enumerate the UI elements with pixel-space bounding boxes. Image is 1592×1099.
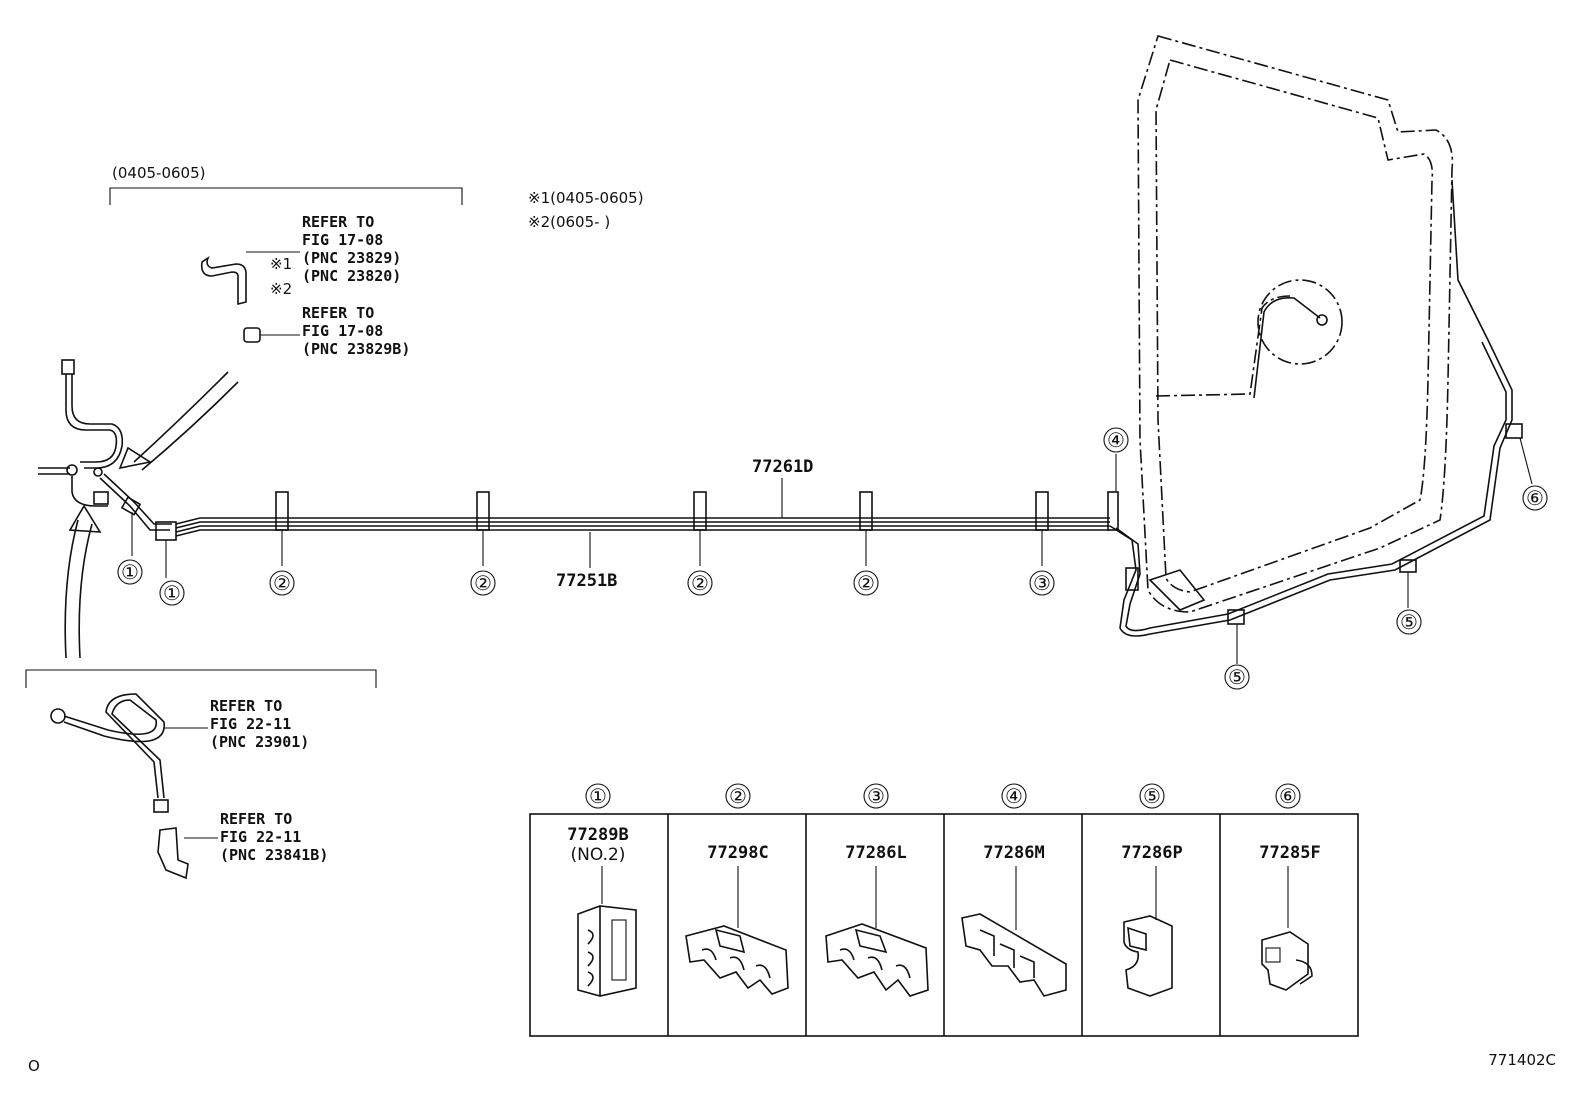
date-range-label: (0405-0605) <box>112 164 205 182</box>
callout-2a: ② <box>273 571 291 595</box>
tube-clamps <box>275 491 1119 531</box>
parts-table-headers: ① ② ③ ④ ⑤ ⑥ <box>585 783 1301 809</box>
part-number-6: 77285F <box>1259 843 1320 863</box>
callout-group: ① ① ② ② ② ② ③ ④ ⑤ ⑤ ⑥ <box>117 427 1548 690</box>
refer-4-line-3: (PNC 23841B) <box>220 846 328 864</box>
figure-id: 771402C <box>1488 1051 1556 1069</box>
table-callout-1: ① <box>589 784 607 808</box>
refer-2-line-1: REFER TO <box>302 304 374 322</box>
clamp-sketch-5 <box>1123 866 1173 997</box>
clip-part-illustration <box>243 327 300 343</box>
callout-4: ④ <box>1107 428 1125 452</box>
callout-5b: ⑤ <box>1400 610 1418 634</box>
callout-1b: ① <box>163 581 181 605</box>
table-callout-2: ② <box>729 784 747 808</box>
pipe-part-illustration <box>50 693 208 813</box>
date-range-bracket <box>109 187 463 205</box>
refer-3-line-2: FIG 22-11 <box>210 715 291 733</box>
part-number-4: 77286M <box>983 843 1044 863</box>
callout-3: ③ <box>1033 571 1051 595</box>
callout-2d: ② <box>857 571 875 595</box>
arrow-head-upper <box>118 446 153 470</box>
refer-4-line-1: REFER TO <box>220 810 292 828</box>
bracket-part-illustration <box>157 827 218 880</box>
refer-1-line-2: FIG 17-08 <box>302 231 383 249</box>
clamp-sketch-6 <box>1261 866 1313 991</box>
pointer-arrow-lower <box>64 519 79 659</box>
note-2: ※2(0605- ) <box>528 213 610 231</box>
parts-table <box>529 813 1359 1037</box>
table-callout-4: ④ <box>1005 784 1023 808</box>
table-callout-6: ⑥ <box>1279 784 1297 808</box>
refer-3-line-3: (PNC 23901) <box>210 733 309 751</box>
part-number-5: 77286P <box>1121 843 1182 863</box>
part-number-2: 77298C <box>707 843 768 863</box>
lower-bracket <box>25 669 377 688</box>
callout-1a: ① <box>121 560 139 584</box>
table-callout-5: ⑤ <box>1143 784 1161 808</box>
hose-part-illustration <box>200 251 300 306</box>
refer-1-mark-1: ※1 <box>270 255 292 273</box>
junction-assembly <box>38 359 177 541</box>
refer-2-line-3: (PNC 23829B) <box>302 340 410 358</box>
clamp-sketch-4 <box>961 866 1067 997</box>
refer-2-line-2: FIG 17-08 <box>302 322 383 340</box>
tube-label-lower: 77251B <box>556 571 617 591</box>
tube-label-upper: 77261D <box>752 457 813 477</box>
refer-4-line-2: FIG 22-11 <box>220 828 301 846</box>
callout-5a: ⑤ <box>1228 665 1246 689</box>
clamp-sketch-1 <box>577 866 637 997</box>
callout-2c: ② <box>691 571 709 595</box>
tank-tubes <box>1109 179 1533 664</box>
callout-2b: ② <box>474 571 492 595</box>
refer-3-line-1: REFER TO <box>210 697 282 715</box>
table-callout-3: ③ <box>867 784 885 808</box>
main-tube-run <box>175 517 1110 537</box>
part-number-1: 77289B <box>567 825 628 845</box>
refer-1-mark-2: ※2 <box>270 280 292 298</box>
part-number-3: 77286L <box>845 843 906 863</box>
refer-1-line-4: (PNC 23820) <box>302 267 401 285</box>
callout-6: ⑥ <box>1526 486 1544 510</box>
clamp-sketch-3 <box>825 866 929 997</box>
refer-1-line-3: (PNC 23829) <box>302 249 401 267</box>
footer-left-mark: O <box>28 1057 40 1075</box>
clamp-sketch-2 <box>685 866 789 995</box>
tank-outline <box>1137 35 1454 613</box>
part-sub-1: (NO.2) <box>571 845 626 865</box>
arrow-head-lower <box>68 504 102 533</box>
refer-1-line-1: REFER TO <box>302 213 374 231</box>
pointer-arrow-upper <box>133 371 229 463</box>
note-1: ※1(0405-0605) <box>528 189 644 207</box>
